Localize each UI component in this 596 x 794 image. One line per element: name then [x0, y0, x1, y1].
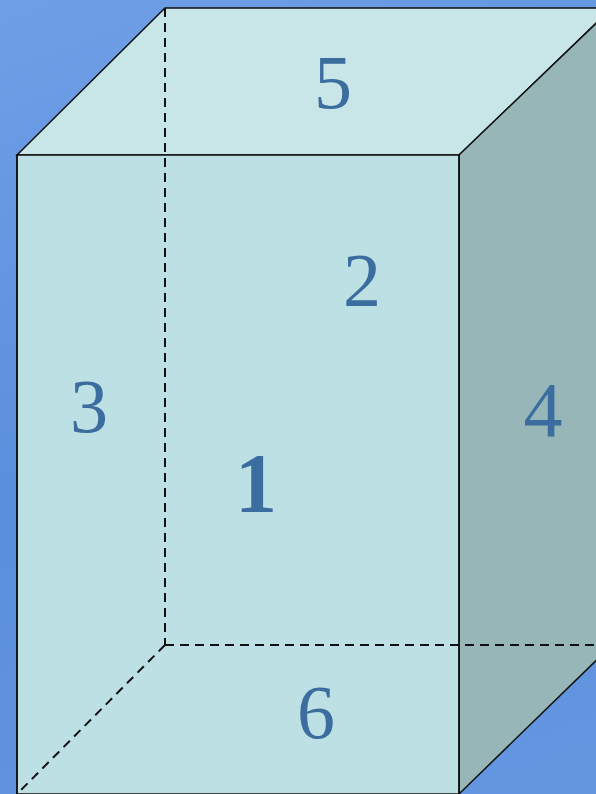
front-face [17, 155, 459, 794]
face-number: 6 [297, 674, 335, 750]
face-number: 5 [314, 44, 352, 120]
right-face [459, 8, 596, 794]
face-number: 4 [524, 371, 563, 449]
face-number: 3 [70, 368, 108, 444]
face-number: 1 [235, 442, 277, 526]
hidden-edges [17, 8, 596, 794]
face-number: 2 [343, 242, 381, 318]
